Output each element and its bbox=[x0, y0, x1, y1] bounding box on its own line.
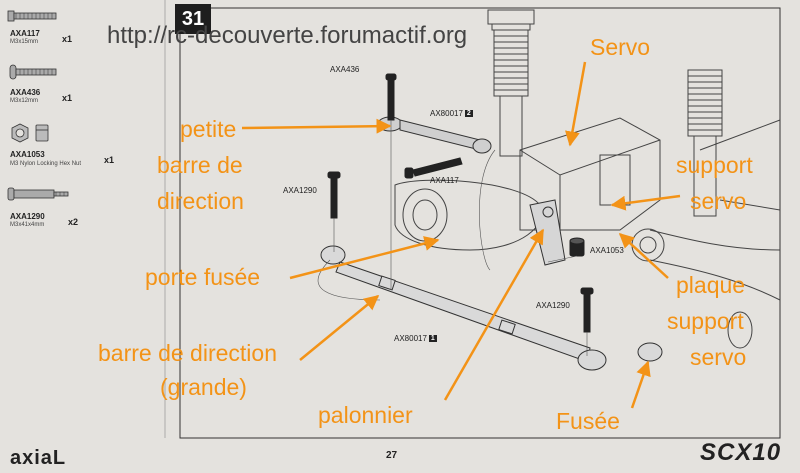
arrow-barre-grande bbox=[299, 295, 380, 361]
part-code: AXA1290 bbox=[10, 212, 45, 221]
part-label-axa117: AXA117 bbox=[430, 176, 459, 185]
annotation-arrows bbox=[241, 61, 681, 409]
part-code: AXA436 bbox=[10, 88, 41, 97]
annotation-line: support bbox=[676, 152, 753, 178]
part-code: AXA1053 bbox=[10, 150, 45, 159]
large-steering-rod bbox=[320, 245, 663, 371]
part-size: M3 Nylon Locking Hex Nut bbox=[10, 161, 82, 167]
brand-logo: axiaL bbox=[10, 448, 66, 468]
forum-url-watermark[interactable]: http://rc-decouverte.forumactif.org bbox=[107, 22, 468, 49]
part-label-axa1053: AXA1053 bbox=[590, 246, 624, 255]
part-code: AXA117 bbox=[10, 29, 40, 38]
model-logo: SCX10 bbox=[700, 439, 782, 466]
part-qty: x2 bbox=[68, 217, 79, 227]
part-qty: x1 bbox=[62, 93, 73, 103]
annotation-line: plaque bbox=[676, 272, 746, 298]
part-number-badge: 1 bbox=[428, 335, 437, 342]
part-label-code: AX80017 bbox=[430, 109, 463, 118]
axa1290-screw-top bbox=[327, 171, 341, 219]
brand-logo-text: axiaL bbox=[10, 447, 67, 469]
part-number-badge: 2 bbox=[464, 110, 473, 117]
arrow-fusee bbox=[630, 360, 651, 409]
arrow-petite-barre bbox=[241, 118, 392, 134]
axa436-screw bbox=[385, 73, 397, 121]
arrow-plaque-support bbox=[618, 232, 669, 279]
page-number: 27 bbox=[386, 450, 398, 461]
part-size: M3x15mm bbox=[10, 39, 39, 45]
annotation-fusee: Fusée bbox=[556, 408, 620, 434]
annotation-line: direction bbox=[157, 188, 244, 214]
chassis-lineart bbox=[394, 9, 781, 349]
annotation-porte-fusee: porte fusée bbox=[145, 264, 261, 290]
part-qty: x1 bbox=[62, 34, 73, 44]
part-size: M3x41x4mm bbox=[10, 222, 45, 228]
axa117-screw bbox=[404, 157, 463, 179]
screw-icon bbox=[7, 187, 69, 201]
annotation-line: servo bbox=[690, 344, 747, 370]
arrow-palonnier bbox=[443, 228, 545, 401]
arrow-porte-fusee bbox=[289, 236, 440, 280]
part-size: M3x12mm bbox=[10, 98, 39, 104]
annotation-line: barre de direction bbox=[98, 340, 277, 366]
annotation-line: (grande) bbox=[160, 374, 247, 400]
part-label-axa1290-top: AXA1290 bbox=[283, 186, 317, 195]
arrow-support-servo bbox=[610, 194, 681, 211]
small-steering-link bbox=[377, 116, 492, 154]
screw-icon bbox=[7, 10, 57, 22]
step-frame bbox=[179, 7, 781, 439]
part-label-axa1290-bottom: AXA1290 bbox=[536, 301, 570, 310]
part-label-code: AX80017 bbox=[394, 334, 427, 343]
annotation-palonnier: palonnier bbox=[318, 402, 413, 428]
hex-nut-icon bbox=[11, 123, 49, 143]
axa1053-nut bbox=[569, 237, 585, 257]
annotation-line: support bbox=[667, 308, 744, 334]
part-label-axa436: AXA436 bbox=[330, 65, 360, 74]
annotation-line: servo bbox=[690, 188, 747, 214]
annotation-servo: Servo bbox=[590, 34, 651, 60]
step-number: 31 bbox=[175, 4, 211, 34]
arrow-servo bbox=[565, 61, 587, 147]
annotation-line: barre de bbox=[157, 152, 243, 178]
annotation-line: petite bbox=[180, 116, 237, 142]
part-qty: x1 bbox=[104, 155, 115, 165]
screw-icon bbox=[9, 64, 57, 80]
axa1290-screw-bottom bbox=[580, 287, 594, 333]
